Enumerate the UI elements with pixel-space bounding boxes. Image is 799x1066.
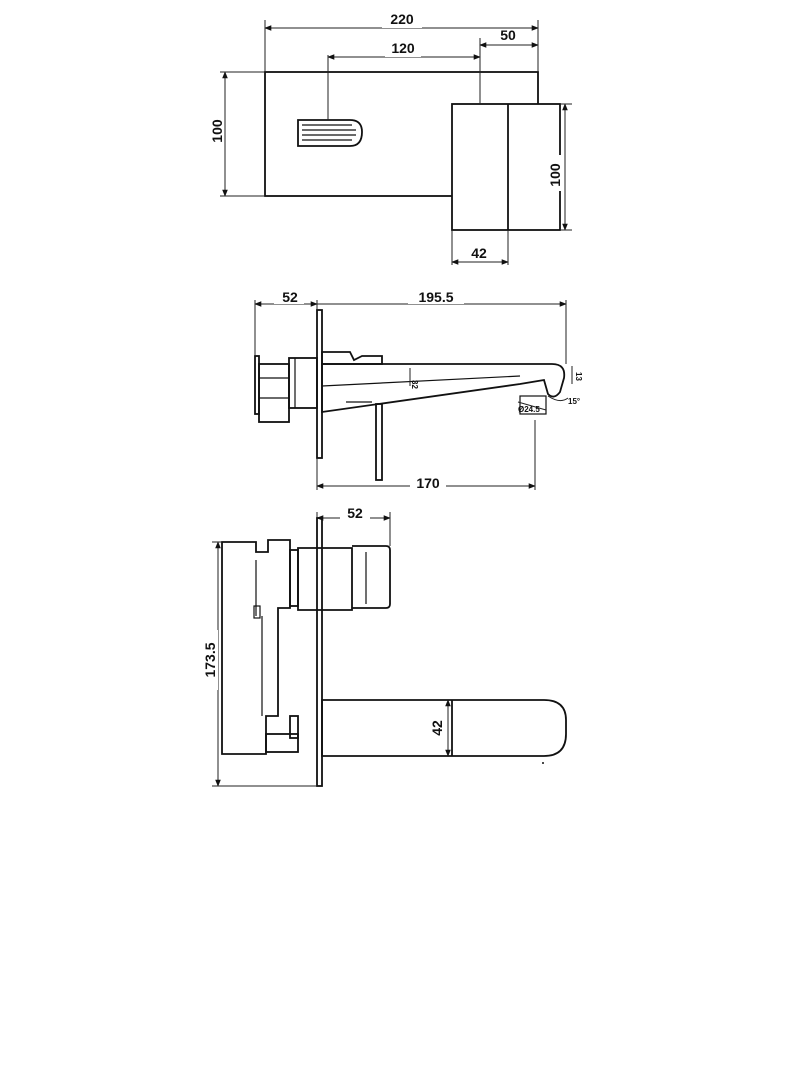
side-view: 52 195.5 170 32 13 Ø24.5 15°: [254, 288, 583, 491]
dim-handle-offset: 120: [391, 40, 415, 56]
dim-spout-height: 100: [547, 163, 563, 187]
side-spout: [321, 363, 566, 415]
dim-body-height: 173.5: [202, 642, 218, 677]
dim-spout-length: 195.5: [418, 289, 453, 305]
dim-spout-offset: 50: [500, 27, 516, 43]
dim-plate-to-tip: 170: [416, 475, 440, 491]
front-handle: [297, 119, 363, 147]
top-view: 52 173.5 42: [200, 504, 567, 787]
top-spout: [321, 699, 567, 757]
dim-overall-width: 220: [390, 11, 414, 27]
top-wall-body: [221, 539, 291, 755]
front-view: 220 120 50 100 100 42: [209, 10, 572, 265]
dim-small-d: 15°: [568, 397, 580, 406]
dim-spout-width: 42: [471, 245, 487, 261]
dim-body-depth: 52: [282, 289, 298, 305]
dim-top-spout-width: 42: [429, 720, 445, 736]
dim-handle-depth: 52: [347, 505, 363, 521]
dim-small-a: 32: [410, 380, 419, 389]
side-handle: [321, 351, 383, 481]
dim-small-c: Ø24.5: [518, 405, 540, 414]
front-spout: [451, 103, 561, 231]
side-wall-body: [254, 355, 318, 423]
dim-small-b: 13: [574, 372, 583, 381]
top-handle: [297, 545, 391, 611]
dim-plate-height: 100: [209, 119, 225, 143]
